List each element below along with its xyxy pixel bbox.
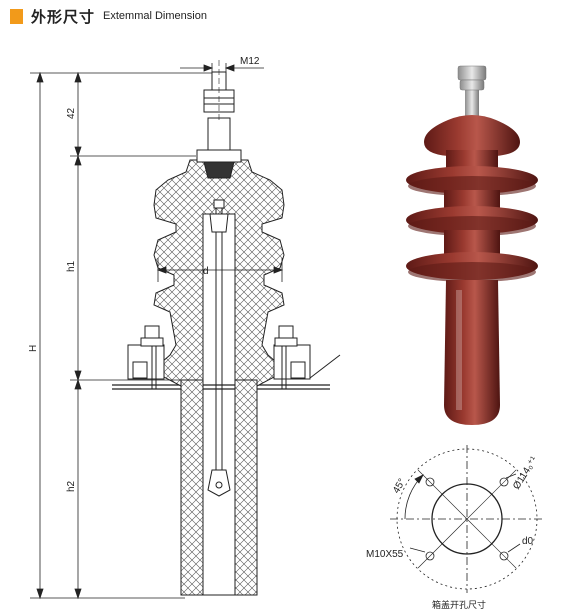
cover-d0-label: d0 [522,536,534,547]
bolt-hole-top-left [425,477,435,487]
dim-label-m12: M12 [240,56,260,67]
conductor-rod [207,199,231,497]
bolt-hole-bottom-right [499,551,509,561]
bolt-hole-bottom-left [425,551,435,561]
tank-cover-plate [112,354,341,390]
section-header: 外形尺寸 Extemmal Dimension [10,4,207,28]
technical-drawing: M12 42 h1 h2 H d [28,56,341,600]
left-flange-clamp [127,325,165,389]
title-marker [10,8,23,24]
cover-angle-label: 45° [391,477,408,496]
bolt-hole-top-right [499,477,509,487]
title-chinese: 外形尺寸 [31,8,96,26]
cover-bolt-label: M10X55 [366,549,404,560]
title-english: Extemmal Dimension [103,10,207,22]
cover-caption: 箱盖开孔尺寸 [432,599,486,610]
dimension-lines [30,63,284,600]
photo-top-cap [424,115,520,156]
dim-label-d: d [203,266,209,277]
cover-hole-diagram [390,445,544,593]
dim-label-42: 42 [66,107,77,119]
porcelain-section [153,159,285,387]
photo-stud [465,88,479,116]
dim-label-h2: h2 [66,480,77,492]
cover-diameter-label: Ø114₀⁺¹ [511,454,540,491]
photo-lower-body [444,280,500,425]
photo-nut-top [457,65,487,81]
dim-label-h1: h1 [66,260,77,272]
top-terminal [196,60,242,179]
bushing-photo [406,65,538,425]
right-flange-clamp [273,325,311,389]
photo-nut-lower [459,79,485,91]
dim-label-H: H [28,345,39,352]
